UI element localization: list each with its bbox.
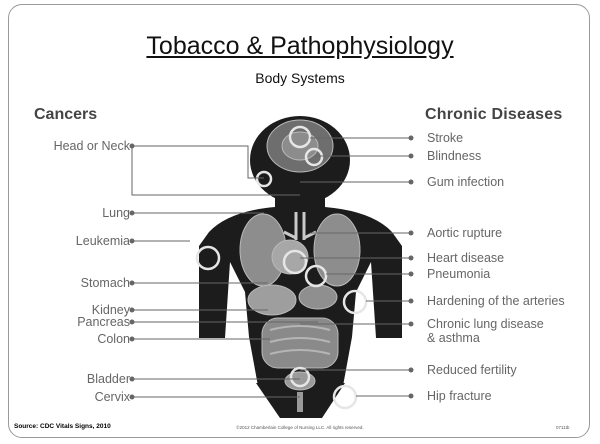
cancer-label-colon: Colon [97,332,130,346]
disease-label-hardening-arteries: Hardening of the arteries [427,294,565,308]
right-leader-dots [409,136,414,399]
disease-label-heart-disease: Heart disease [427,251,504,265]
cancer-label-lung: Lung [102,206,130,220]
copyright-notice: ©2012 Chamberlain College of Nursing LLC… [0,425,600,430]
disease-label-blindness: Blindness [427,149,481,163]
cancer-label-stomach: Stomach [81,276,130,290]
disease-label-pneumonia: Pneumonia [427,267,490,281]
cancer-label-cervix: Cervix [95,390,130,404]
cancer-label-pancreas: Pancreas [77,315,130,329]
disease-label-aortic-rupture: Aortic rupture [427,226,502,240]
disease-label-gum-infection: Gum infection [427,175,504,189]
disease-label-asthma: & asthma [427,331,480,345]
disease-label-reduced-fertility: Reduced fertility [427,363,517,377]
disease-label-stroke: Stroke [427,131,463,145]
cancer-label-head-or-neck: Head or Neck [54,139,130,153]
chronic-diseases-heading: Chronic Diseases [425,106,562,124]
slide-code: 0711tb [556,425,569,430]
cancer-label-leukemia: Leukemia [76,234,130,248]
disease-label-chronic-lung-disease: Chronic lung disease [427,317,544,331]
disease-label-hip-fracture: Hip fracture [427,389,492,403]
cancer-label-bladder: Bladder [87,372,130,386]
cancers-heading: Cancers [34,106,97,124]
